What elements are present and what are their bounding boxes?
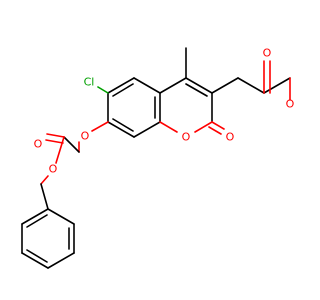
bond (26, 214, 48, 228)
bond (263, 77, 291, 94)
bond (211, 77, 239, 94)
ethyl-ester-carbonyl-oxygen-label: O (263, 47, 272, 60)
bond (91, 121, 109, 132)
bond (45, 139, 64, 144)
bond (97, 86, 109, 94)
bond (26, 249, 48, 263)
ring-oxygen-label: O (182, 131, 191, 144)
bond (21, 252, 49, 269)
molecule-diagram: Cl O O O O O O O (21, 47, 295, 269)
bond (107, 121, 135, 138)
bond (194, 121, 213, 133)
bond (21, 208, 49, 225)
chlorine-atom-label: Cl (84, 76, 95, 89)
benzyl-ester-oxygen-label: O (49, 163, 58, 176)
bond (40, 175, 49, 185)
bond (237, 77, 265, 94)
bond (159, 121, 178, 133)
bond (159, 77, 187, 94)
bond (63, 136, 80, 153)
bond (185, 77, 213, 94)
bond (133, 121, 161, 138)
bond (211, 121, 225, 130)
bond (133, 77, 161, 94)
bond (55, 136, 65, 164)
molecule-structure: Cl O O O O O O O (21, 47, 295, 269)
bond (185, 83, 208, 97)
bond (46, 133, 65, 138)
bond (107, 77, 135, 94)
ethyl-ester-oxygen-label: O (286, 98, 295, 111)
ether-oxygen-label: O (81, 130, 90, 143)
bond (47, 208, 75, 225)
bond (40, 183, 49, 210)
bond (47, 252, 75, 269)
bond (112, 118, 134, 132)
bond (208, 126, 222, 135)
lactone-carbonyl-oxygen-label: O (226, 131, 235, 144)
bond (112, 83, 134, 97)
glycolate-carbonyl-oxygen-label: O (34, 138, 43, 151)
